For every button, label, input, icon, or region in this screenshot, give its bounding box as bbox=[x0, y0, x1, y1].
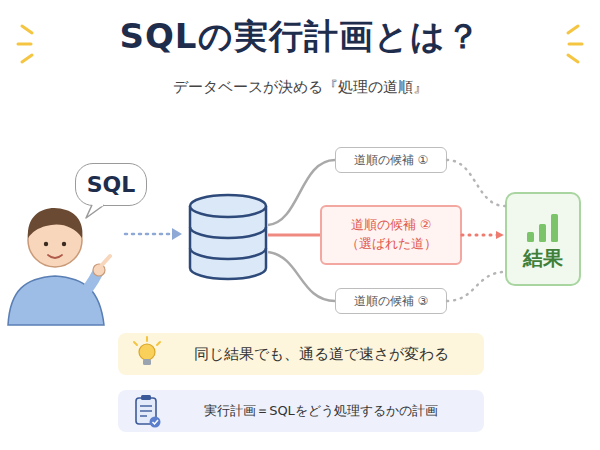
node-text: 同じ結果でも、通る道で速さが変わる bbox=[194, 345, 449, 364]
note-box: 実行計画＝SQLをどう処理するかの計画 bbox=[118, 390, 484, 432]
node-text: 実行計画＝SQLをどう処理するかの計画 bbox=[204, 402, 438, 420]
note-box: 同じ結果でも、通る道で速さが変わる bbox=[118, 333, 484, 375]
node-text: 結果 bbox=[523, 245, 563, 272]
node-text: 道順の候補 ③ bbox=[354, 293, 429, 310]
result-box: 結果 bbox=[505, 192, 581, 286]
speech-bubble: SQL bbox=[75, 163, 147, 206]
connector bbox=[447, 272, 505, 301]
database-symbol bbox=[190, 195, 266, 279]
node-text: 道順の候補 ① bbox=[354, 152, 429, 169]
flow-dots bbox=[125, 233, 172, 236]
title: SQLの実行計画とは？ bbox=[0, 14, 600, 60]
route-box: 道順の候補 ③ bbox=[335, 288, 447, 314]
route-box: 道順の候補 ① bbox=[335, 147, 447, 173]
connector bbox=[462, 234, 503, 237]
chosen-branch bbox=[268, 234, 320, 237]
person bbox=[8, 208, 110, 325]
connector bbox=[447, 160, 505, 206]
subtitle: データベースが決める『処理の道順』 bbox=[0, 78, 600, 97]
bubble-tail bbox=[86, 205, 104, 218]
chosen-route-box: 道順の候補 ② （選ばれた道） bbox=[320, 205, 462, 265]
node-text: 道順の候補 ② （選ばれた道） bbox=[336, 216, 446, 254]
flow-head bbox=[172, 228, 182, 240]
node-text: SQL bbox=[87, 172, 136, 197]
